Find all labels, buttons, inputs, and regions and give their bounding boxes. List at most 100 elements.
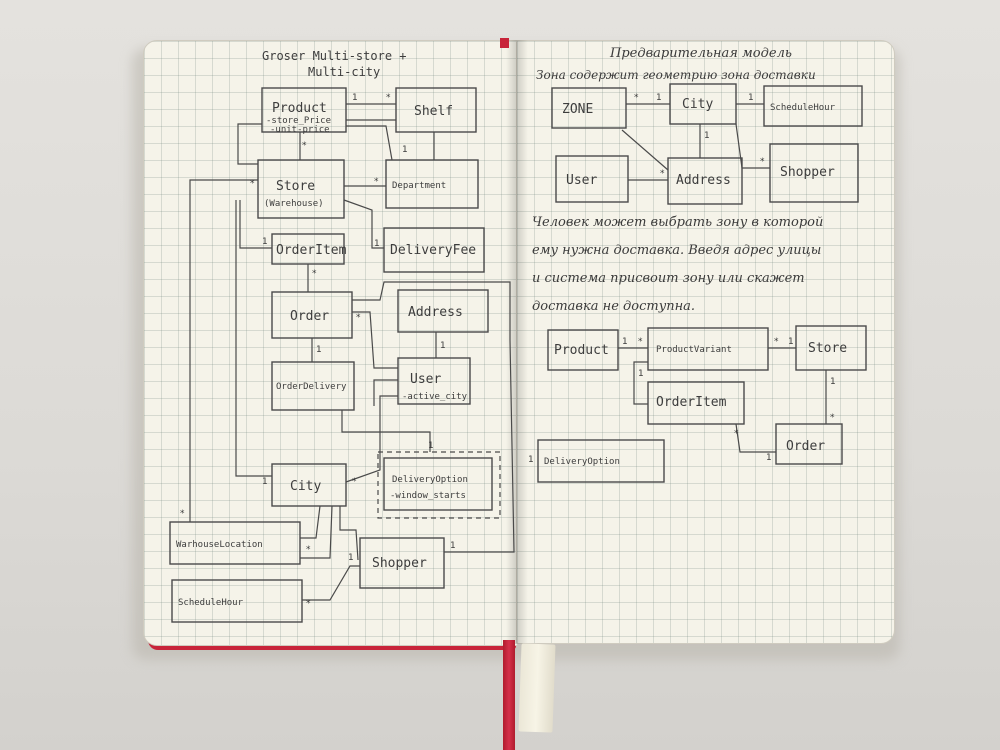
entity-orderdelivery-name: OrderDelivery	[276, 382, 347, 392]
right-top-multiplicity-marks: * 1 1 1 * *	[634, 93, 765, 179]
entity-zone-box	[551, 87, 627, 129]
entity-department-name: Department	[392, 181, 446, 191]
left-relationship-lines	[189, 103, 515, 601]
paragraph-line-2: ему нужна доставка. Введя адрес улицы	[532, 243, 821, 258]
entity-store-attr: (Warehouse)	[264, 199, 324, 209]
entity-deliveryoption-name: DeliveryOption	[392, 475, 468, 485]
mult-variant-orderitem-1: 1	[638, 369, 644, 379]
mult-address-user-1: 1	[440, 341, 446, 351]
mult-shopper-city-many: *	[760, 157, 765, 167]
entity-department-box	[385, 159, 479, 209]
entity-orderdelivery-box	[271, 361, 355, 411]
entity-shopper-box	[359, 537, 445, 589]
entity-store-r-name: Store	[808, 341, 847, 356]
mult-address-user-many: *	[660, 169, 665, 179]
mult-shopper-deliveryopt-1: 1	[450, 541, 456, 551]
entity-schedulehour-name: ScheduleHour	[178, 598, 244, 608]
red-ribbon-bookmark	[503, 640, 515, 750]
entity-warehouselocation-box	[169, 521, 301, 565]
entity-address-r-name: Address	[676, 173, 731, 188]
entity-shopper-r-name: Shopper	[780, 165, 835, 180]
entity-zone-name: ZONE	[562, 102, 593, 117]
entity-schedulehour-box	[171, 579, 303, 623]
book-gutter	[506, 40, 528, 644]
mult-warehouse-many: *	[180, 509, 185, 519]
entity-deliveryoption-attr: -window_starts	[390, 491, 466, 501]
entity-product-attr1: -store_Price	[266, 116, 331, 126]
mult-deliveryoption-1-r: 1	[528, 455, 534, 465]
entity-orderitem-r-name: OrderItem	[656, 395, 727, 410]
entity-shelf-name: Shelf	[414, 104, 453, 119]
mult-city-store-1: 1	[262, 477, 268, 487]
entity-productvariant-box	[647, 327, 769, 371]
entity-shopper-name: Shopper	[372, 556, 427, 571]
mult-city-deliveryopt-many: *	[352, 477, 357, 487]
entity-product-r-name: Product	[554, 343, 609, 358]
mult-product-shelf-1: 1	[352, 93, 358, 103]
entity-city-box	[271, 463, 347, 507]
mult-zone-city-many: *	[634, 93, 639, 103]
mult-schedulehour-many: *	[306, 599, 311, 609]
entity-deliveryoption-r-box	[537, 439, 665, 483]
right-bottom-relationship-lines	[618, 347, 827, 453]
entity-shelf-box	[395, 87, 477, 133]
paragraph-line-4: доставка не доступна.	[532, 299, 695, 314]
mult-store-warehouse-many: *	[250, 179, 255, 189]
entity-order-r-box	[775, 423, 843, 465]
mult-orderitem-order-many-r: *	[734, 429, 739, 439]
entity-orderitem-r-box	[647, 381, 745, 425]
entity-deliveryfee-name: DeliveryFee	[390, 243, 476, 258]
entity-city-r-name: City	[682, 97, 713, 112]
entity-user-r-name: User	[566, 173, 597, 188]
right-top-relationship-lines	[621, 103, 770, 181]
right-title: Предварительная модель	[609, 46, 792, 61]
entity-deliveryoption-box	[383, 457, 493, 511]
mult-zone-city-1: 1	[656, 93, 662, 103]
left-title-line1: Groser Multi-store +	[262, 49, 407, 63]
mult-order-store-1: 1	[830, 377, 836, 387]
entity-shopper-r-box	[769, 143, 859, 203]
mult-city-address-1: 1	[704, 131, 710, 141]
entity-user-name: User	[410, 372, 441, 387]
entity-user-r-box	[555, 155, 629, 203]
entity-address-box	[397, 289, 489, 333]
mult-variant-store-many: *	[774, 337, 779, 347]
left-title-line2: Multi-city	[308, 65, 380, 79]
right-subtitle: Зона содержит геометрию зона доставки	[536, 68, 816, 82]
entity-order-name: Order	[290, 309, 329, 324]
mult-order-store-many: *	[830, 413, 835, 423]
mult-product-shelf-many: *	[386, 93, 391, 103]
mult-order-user-many: *	[356, 313, 361, 323]
entity-product-box	[261, 87, 347, 133]
right-page	[516, 40, 895, 644]
paragraph-line-3: и система присвоит зону или скажет	[532, 271, 805, 286]
entity-productvariant-name: ProductVariant	[656, 345, 732, 355]
mult-orderitem-order-many: *	[312, 269, 317, 279]
mult-orderitem-order-1-r: 1	[766, 453, 772, 463]
entity-store-box	[257, 159, 345, 219]
mult-product-variant-1: 1	[622, 337, 628, 347]
entity-deliveryoption-r-name: DeliveryOption	[544, 457, 620, 467]
entity-user-box	[397, 357, 471, 405]
entity-product-r-box	[547, 329, 619, 371]
left-multiplicity-marks: 1 * * 1 * * 1 1 * * 1 1 1 * 1 * * 1 1 *	[180, 93, 456, 609]
mult-shopper-1: 1	[348, 553, 354, 563]
mult-shelf-dept-1: 1	[402, 145, 408, 155]
paragraph-line-1: Человек может выбрать зону в которой	[532, 215, 823, 230]
entity-schedulehour-r-name: ScheduleHour	[770, 103, 836, 113]
entity-store-name: Store	[276, 179, 315, 194]
mult-deliveryfee-1: 1	[374, 239, 380, 249]
mult-order-delivery-1: 1	[316, 345, 322, 355]
mult-variant-store-1: 1	[788, 337, 794, 347]
mult-store-dept-many: *	[374, 177, 379, 187]
mult-product-variant-many: *	[638, 337, 643, 347]
mult-warehouse-city-many: *	[306, 545, 311, 555]
mult-product-store-many: *	[302, 141, 307, 151]
entity-address-name: Address	[408, 305, 463, 320]
mult-city-schedule-1: 1	[748, 93, 754, 103]
mult-deliveryoption-1: 1	[428, 441, 434, 451]
top-cover-edge	[500, 38, 509, 48]
right-bottom-multiplicity-marks: 1 * * 1 1 * 1 * 1 1	[528, 337, 836, 465]
deliveryoption-dashed-frame	[377, 451, 501, 519]
